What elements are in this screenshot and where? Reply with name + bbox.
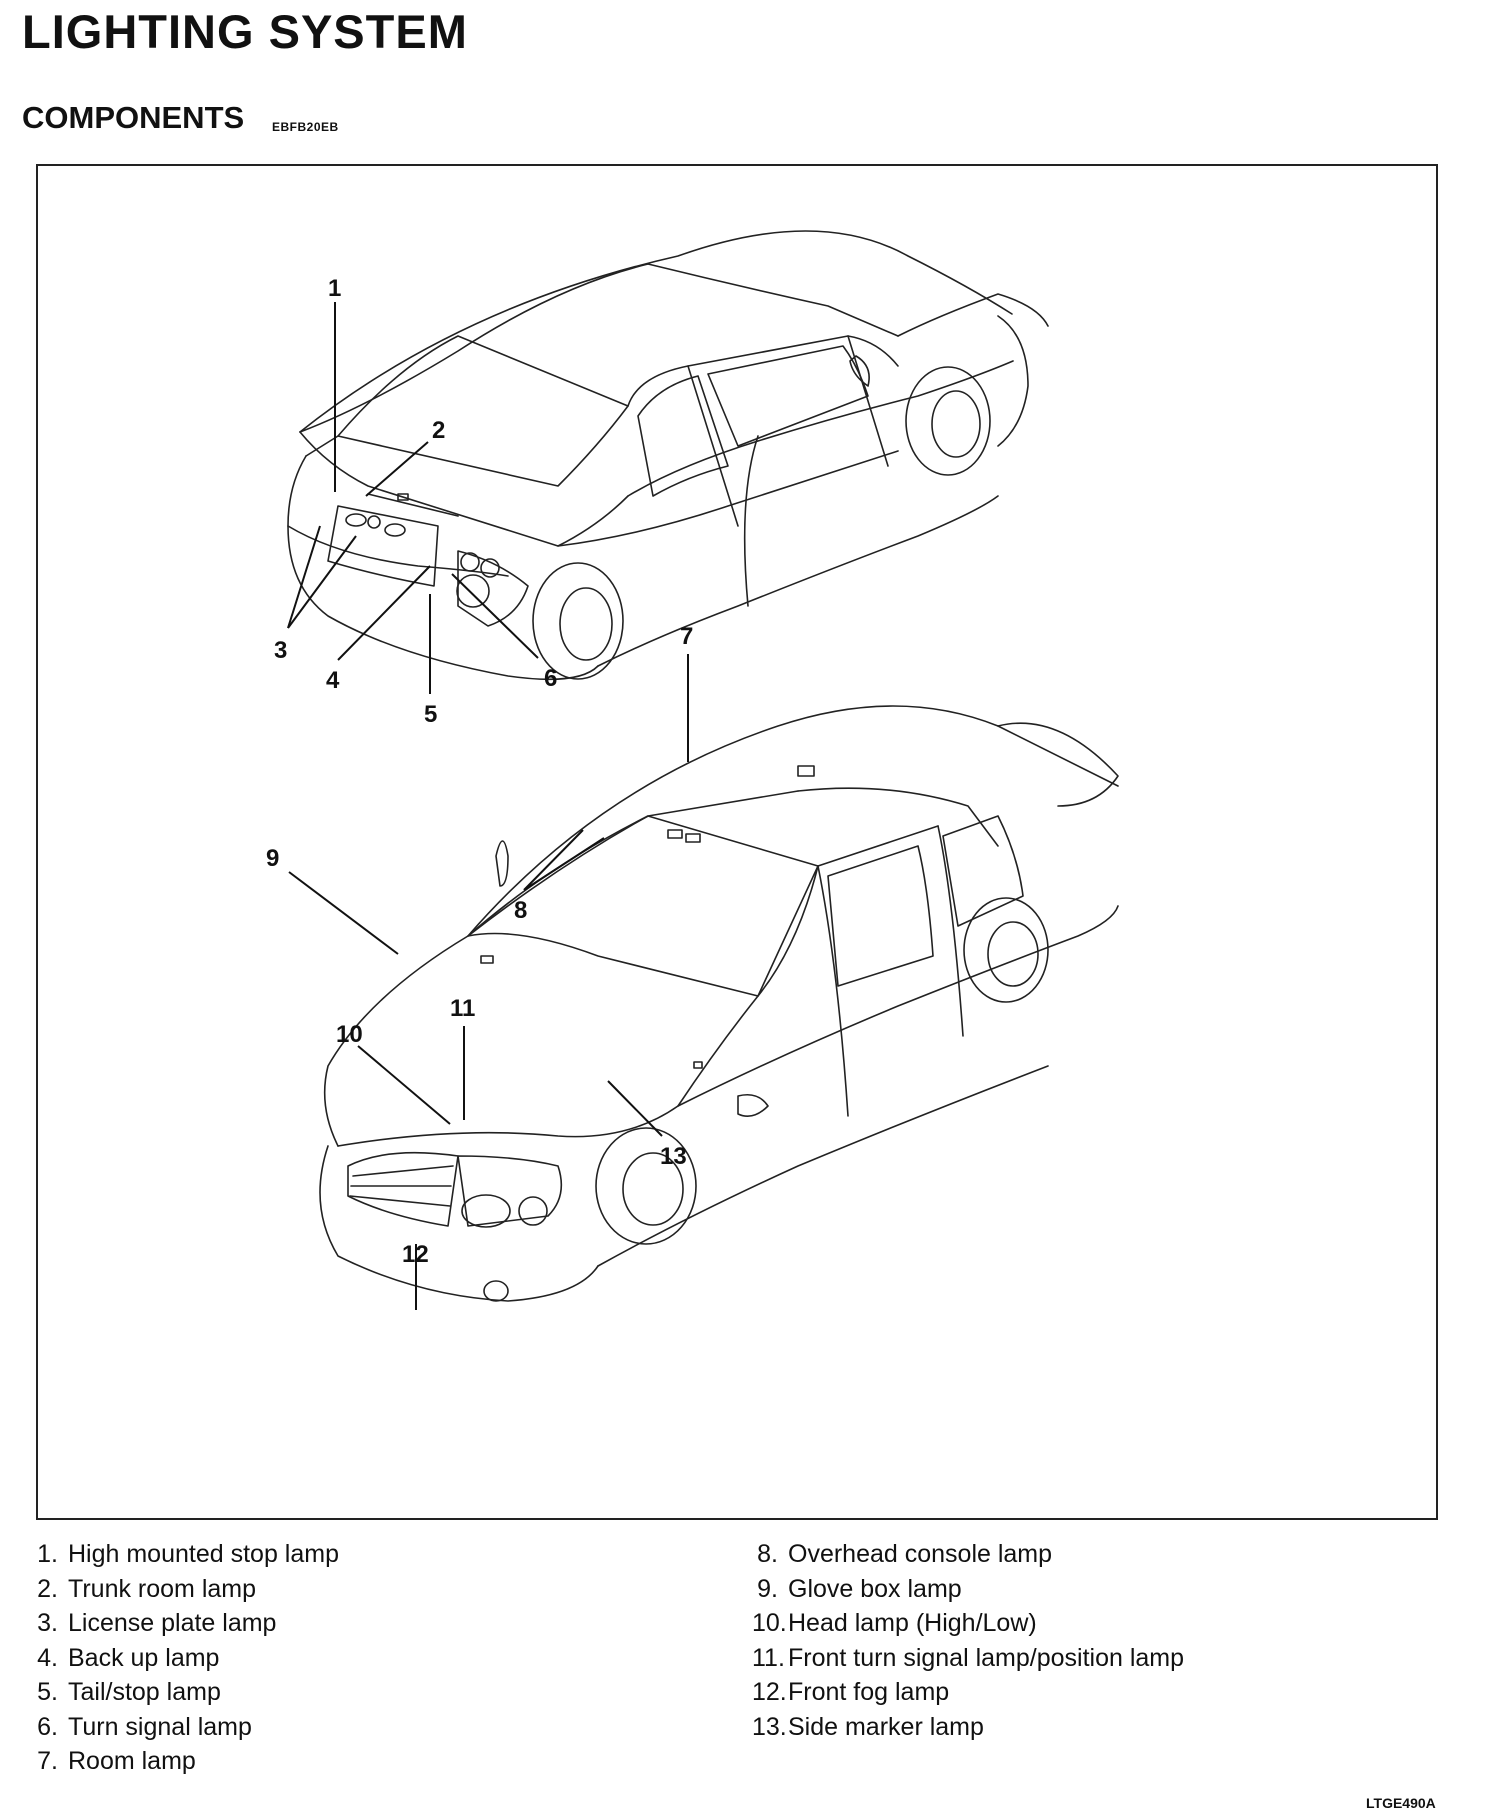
figure-code: LTGE490A bbox=[1366, 1795, 1436, 1811]
legend-item: 4.Back up lamp bbox=[37, 1643, 220, 1672]
diagram-frame: 1 2 3 4 5 6 7 8 9 10 11 12 13 bbox=[36, 164, 1438, 1520]
front-view-car bbox=[319, 705, 1119, 1302]
callout-1: 1 bbox=[328, 275, 341, 302]
callout-3: 3 bbox=[274, 637, 287, 664]
callout-5: 5 bbox=[424, 701, 437, 728]
legend-item: 3.License plate lamp bbox=[37, 1609, 277, 1637]
legend-item: 2.Trunk room lamp bbox=[37, 1574, 257, 1603]
callout-2: 2 bbox=[432, 417, 445, 444]
callout-8: 8 bbox=[514, 897, 527, 924]
callout-13: 13 bbox=[660, 1143, 687, 1170]
callout-labels: 1 2 3 4 5 6 7 8 9 10 11 12 13 bbox=[266, 275, 693, 1268]
legend-item: 7.Room lamp bbox=[37, 1747, 196, 1775]
legend-item: 1.High mounted stop lamp bbox=[37, 1540, 339, 1568]
callout-9: 9 bbox=[266, 845, 279, 872]
callout-10: 10 bbox=[336, 1021, 363, 1048]
legend-item: 9.Glove box lamp bbox=[757, 1574, 962, 1603]
legend-item: 11.Front turn signal lamp/position lamp bbox=[752, 1643, 1185, 1672]
rear-view-car bbox=[287, 230, 1049, 681]
legend-item: 5.Tail/stop lamp bbox=[37, 1678, 221, 1706]
callout-12: 12 bbox=[402, 1241, 429, 1268]
legend-item: 10.Head lamp (High/Low) bbox=[752, 1609, 1037, 1637]
legend-item: 8.Overhead console lamp bbox=[757, 1540, 1053, 1568]
legend-item: 6.Turn signal lamp bbox=[37, 1712, 252, 1741]
callout-6: 6 bbox=[544, 665, 557, 692]
callout-11: 11 bbox=[450, 995, 475, 1022]
callout-4: 4 bbox=[326, 667, 340, 694]
legend-left: 1.High mounted stop lamp 2.Trunk room la… bbox=[32, 1537, 339, 1779]
legend-item: 12.Front fog lamp bbox=[752, 1678, 950, 1706]
callout-7: 7 bbox=[680, 623, 693, 650]
section-heading: COMPONENTS bbox=[22, 100, 245, 135]
leader-lines bbox=[287, 302, 689, 1310]
legend-item: 13.Side marker lamp bbox=[752, 1712, 984, 1741]
section-code: EBFB20EB bbox=[272, 120, 339, 134]
components-diagram: 1 2 3 4 5 6 7 8 9 10 11 12 13 bbox=[266, 230, 1119, 1310]
legend-right: 8.Overhead console lamp 9.Glove box lamp… bbox=[752, 1537, 1184, 1744]
page-title: LIGHTING SYSTEM bbox=[22, 5, 468, 58]
